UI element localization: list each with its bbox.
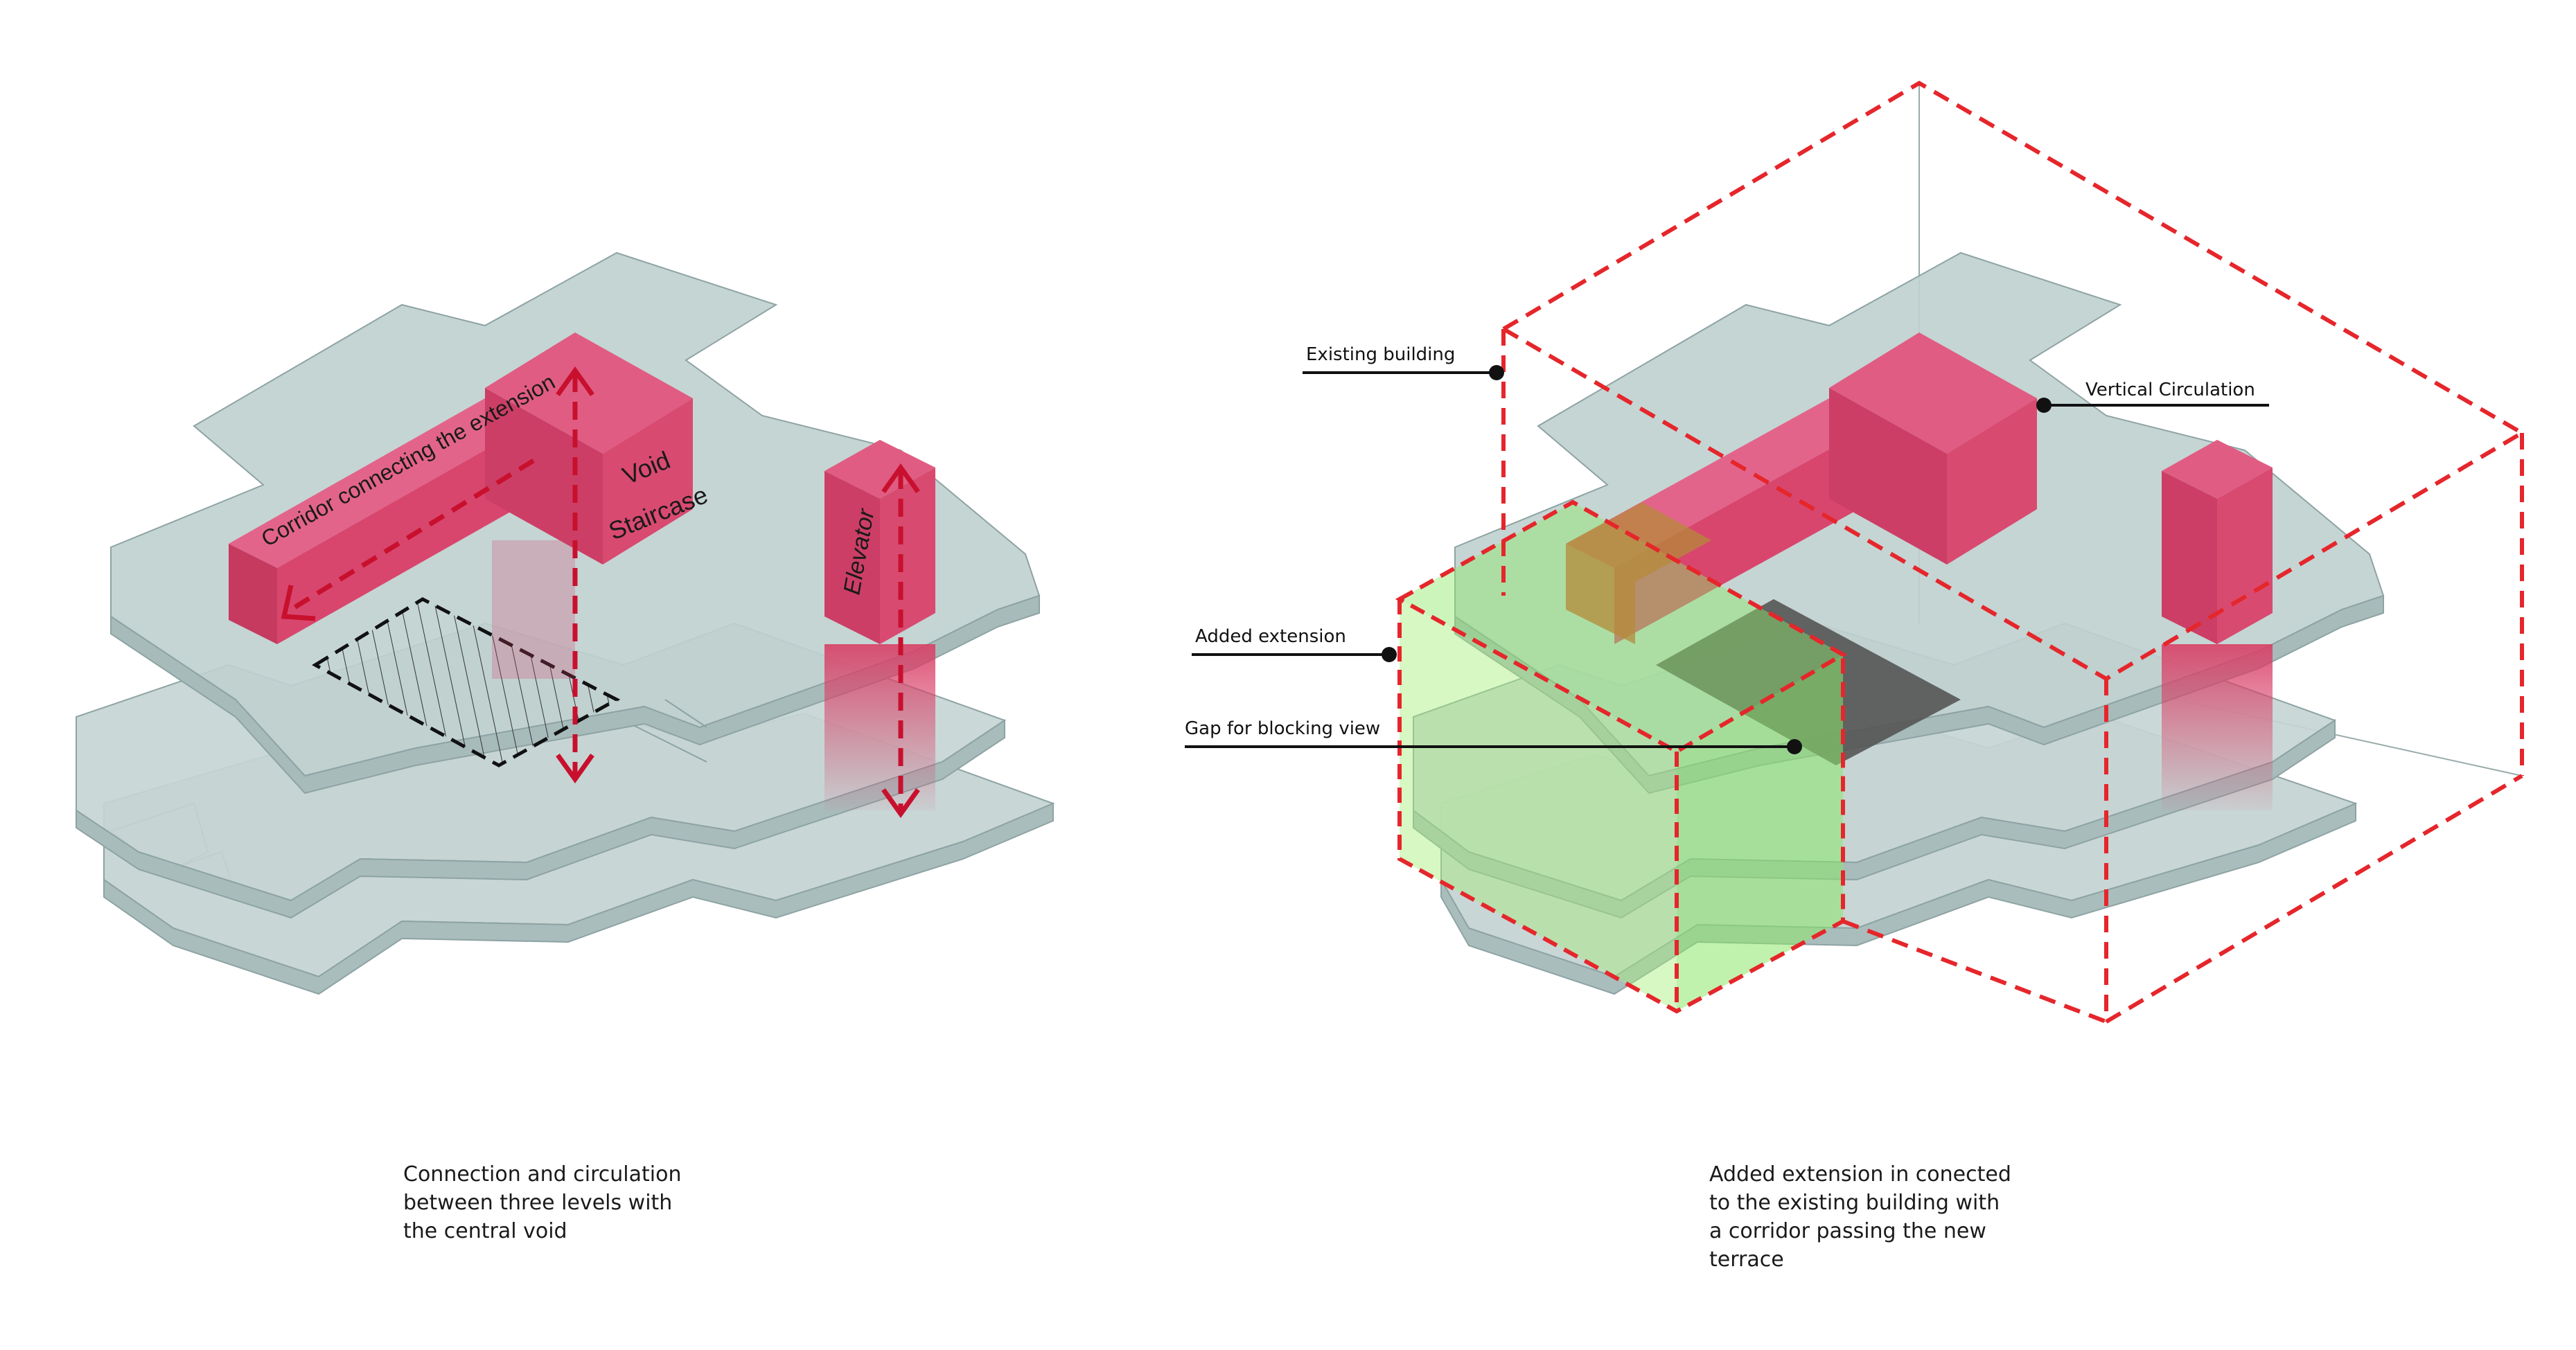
label-added-extension: Added extension — [1195, 626, 1346, 647]
label-existing-building: Existing building — [1306, 344, 1456, 365]
right-elevator-tower — [2162, 440, 2273, 644]
extension-brown-block — [1566, 502, 1711, 644]
elevator-reflection — [824, 644, 935, 810]
elevator-tower — [824, 440, 935, 644]
left-axonometric-diagram: Corridor connecting the extension Void S… — [76, 251, 1055, 995]
corridor-arrow-head — [281, 585, 316, 621]
right-vertical-circulation-cube — [1829, 332, 2037, 565]
elevator-arrow-bottom — [881, 788, 920, 819]
central-void-hatch — [312, 597, 621, 767]
right-caption: Added extension in conected to the exist… — [1709, 1162, 2011, 1272]
label-vertical-circulation: Vertical Circulation — [2085, 380, 2255, 400]
existing-building-box — [1499, 80, 2526, 1024]
corridor-volume — [229, 398, 533, 644]
elevator-arrow-top — [881, 463, 920, 494]
added-extension-volume — [1395, 499, 1848, 1014]
void-arrow-top — [556, 366, 594, 397]
staircase-reflection — [492, 540, 575, 679]
corridor-arrow — [290, 459, 535, 612]
left-caption: Connection and circulation between three… — [403, 1162, 682, 1243]
void-arrow-bottom — [556, 753, 594, 784]
right-elevator-reflection — [2162, 644, 2273, 810]
callout-leaders — [1185, 365, 2269, 754]
label-gap-blocking-view: Gap for blocking view — [1185, 718, 1381, 739]
right-axonometric-diagram — [1185, 80, 2526, 1024]
